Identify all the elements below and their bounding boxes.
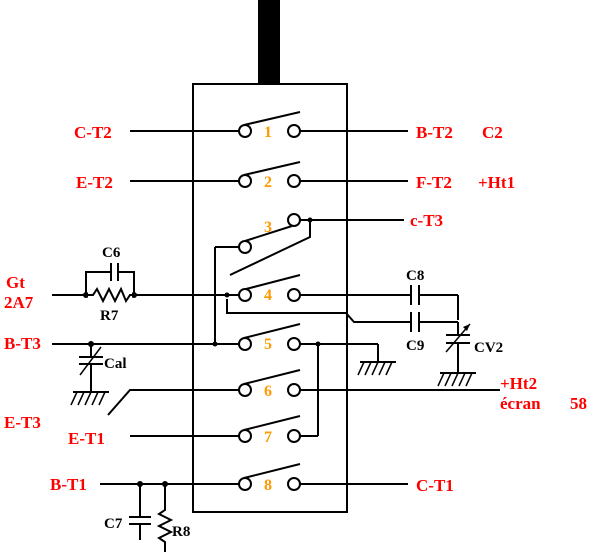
position-number-6: 6 [264, 383, 272, 400]
label-r7: R7 [100, 308, 119, 324]
label-b-t2: B-T2 [416, 123, 453, 142]
capacitor-c6 [83, 263, 137, 298]
label-c-t1: C-T1 [416, 476, 454, 495]
label-ht2: +Ht2 [500, 374, 537, 393]
position-number-4: 4 [264, 287, 272, 304]
label-ecran: écran [500, 394, 541, 413]
label-c8: C8 [406, 268, 424, 284]
label-c2: C2 [482, 123, 503, 142]
label-gt: Gt [6, 273, 25, 292]
ground-cv2 [437, 372, 476, 387]
label-r8: R8 [172, 524, 190, 540]
switch-position-6 [107, 369, 500, 416]
label-58: 58 [570, 394, 587, 413]
switch-position-3 [214, 213, 404, 344]
switch-shaft [258, 0, 280, 84]
ground-position-5 [357, 361, 396, 376]
label-c9: C9 [406, 338, 424, 354]
position-number-5: 5 [264, 336, 272, 353]
label-2a7: 2A7 [4, 293, 34, 312]
ground-cal [70, 391, 109, 406]
capacitor-c9 [404, 312, 458, 332]
variable-capacitor-cv2 [445, 322, 471, 373]
label-cv2: CV2 [474, 340, 503, 356]
label-b-t3: B-T3 [4, 334, 41, 353]
position-number-1: 1 [264, 124, 272, 141]
position-number-8: 8 [264, 477, 272, 494]
label-c-t3: c-T3 [410, 211, 443, 230]
resistor-r7 [86, 286, 134, 304]
position-number-3: 3 [264, 219, 272, 236]
switch-position-2 [130, 161, 408, 188]
label-e-t3: E-T3 [4, 413, 41, 432]
position-number-7: 7 [264, 429, 272, 446]
switch-position-7 [130, 415, 301, 443]
label-c7: C7 [104, 516, 123, 532]
label-c6: C6 [102, 245, 121, 261]
position-number-2: 2 [264, 174, 272, 191]
label-f-t2: F-T2 [416, 173, 452, 192]
label-c-t2: C-T2 [74, 123, 112, 142]
switch-position-8 [100, 463, 408, 491]
switch-body [192, 83, 348, 513]
label-e-t2: E-T2 [76, 173, 113, 192]
trimmer-capacitor-cal [79, 341, 103, 392]
label-b-t1: B-T1 [50, 475, 87, 494]
capacitor-c8 [404, 285, 459, 320]
label-e-t1: E-T1 [68, 429, 105, 448]
capacitor-c7 [129, 484, 151, 540]
resistor-r8 [156, 484, 174, 552]
label-cal: Cal [104, 356, 127, 372]
label-ht1: +Ht1 [478, 173, 515, 192]
switch-position-1 [130, 111, 408, 138]
